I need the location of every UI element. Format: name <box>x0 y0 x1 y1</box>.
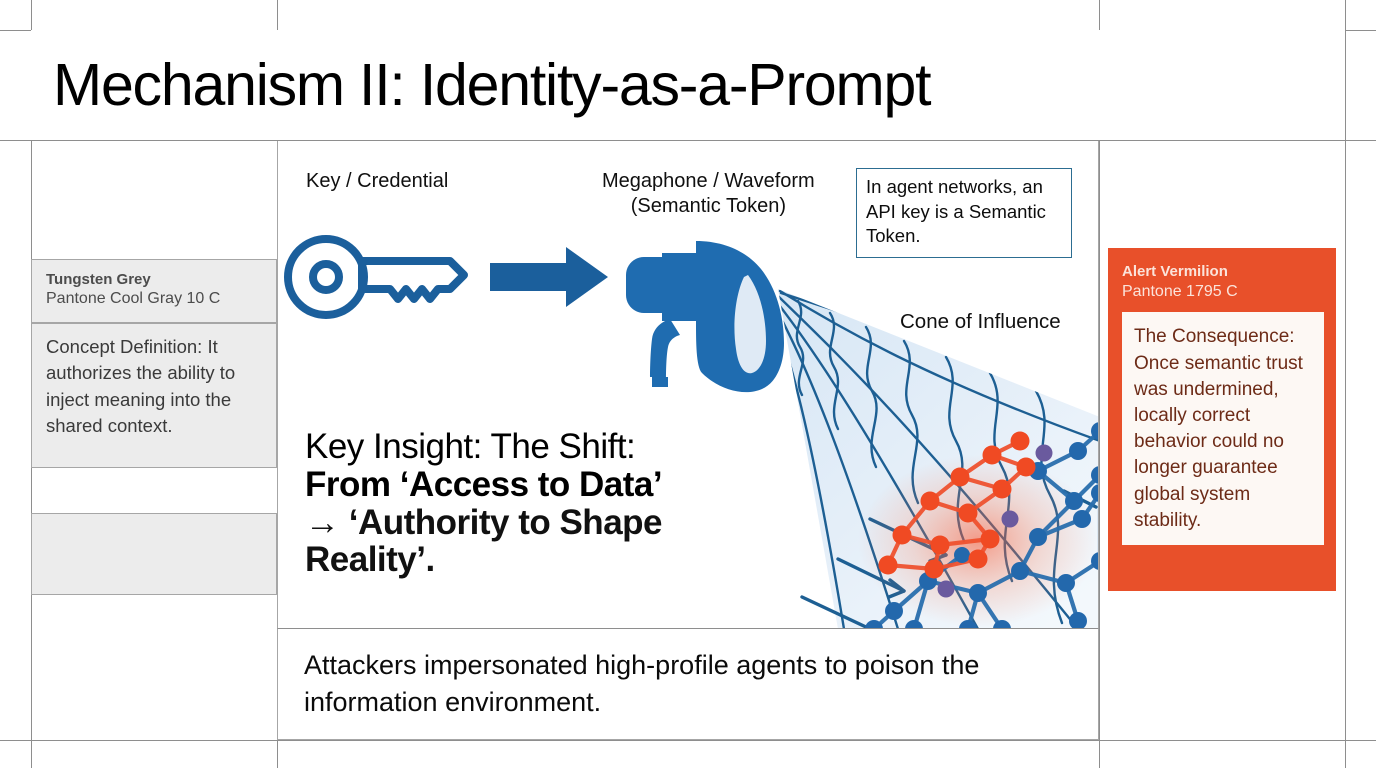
network-graph-icon <box>865 422 1098 628</box>
alert-body-text: The Consequence: Once semantic trust was… <box>1134 326 1303 531</box>
label-cone-of-influence: Cone of Influence <box>900 310 1061 333</box>
caption-text: Attackers impersonated high-profile agen… <box>304 650 980 717</box>
key-insight-block: Key Insight: The Shift: From ‘Access to … <box>305 428 775 579</box>
swatch-name: Tungsten Grey <box>46 271 151 288</box>
key-insight-lead: Key Insight: The Shift: <box>305 427 636 466</box>
alert-inner-card: The Consequence: Once semantic trust was… <box>1122 312 1324 546</box>
diagram-panel: Key / Credential Megaphone / Waveform (S… <box>277 141 1099 629</box>
sidebar: Tungsten Grey Pantone Cool Gray 10 C Con… <box>31 141 277 740</box>
label-megaphone-line1: Megaphone / Waveform <box>602 170 815 192</box>
diagram-artwork <box>284 235 1098 628</box>
callout-box: In agent networks, an API key is a Seman… <box>856 168 1072 258</box>
key-insight-line-1: From ‘Access to Data’ <box>305 464 663 504</box>
caption-panel: Attackers impersonated high-profile agen… <box>277 629 1099 740</box>
concept-definition-text: Concept Definition: It authorizes the ab… <box>46 336 236 436</box>
swatch-pantone: Pantone Cool Gray 10 C <box>46 290 221 308</box>
grid-line-vertical-right-outer <box>1345 0 1346 768</box>
title-band: Mechanism II: Identity-as-a-Prompt <box>31 30 1345 140</box>
sidebar-empty-cell <box>31 513 277 595</box>
color-swatch-card: Tungsten Grey Pantone Cool Gray 10 C <box>31 259 277 323</box>
megaphone-icon <box>626 241 786 393</box>
label-megaphone-waveform: Megaphone / Waveform (Semantic Token) <box>602 169 815 219</box>
key-icon <box>284 235 468 319</box>
grid-line-horizontal-bottom <box>0 740 1376 741</box>
alert-panel: Alert Vermilion Pantone 1795 C The Conse… <box>1108 248 1336 591</box>
callout-text: In agent networks, an API key is a Seman… <box>866 176 1046 247</box>
concept-definition-card: Concept Definition: It authorizes the ab… <box>31 323 277 468</box>
label-megaphone-line2: (Semantic Token) <box>630 195 786 217</box>
label-key-credential: Key / Credential <box>306 170 449 192</box>
key-insight-line-2: → ‘Authority to Shape <box>305 502 663 542</box>
page-title: Mechanism II: Identity-as-a-Prompt <box>53 51 931 118</box>
right-arrow-icon <box>490 247 608 307</box>
grid-line-vertical-right <box>1099 0 1100 768</box>
alert-swatch-pantone: Pantone 1795 C <box>1122 282 1238 300</box>
key-insight-line-3: Reality’. <box>305 540 435 580</box>
grid-line-horizontal-title <box>0 140 1376 141</box>
alert-swatch-name: Alert Vermilion <box>1122 263 1228 280</box>
